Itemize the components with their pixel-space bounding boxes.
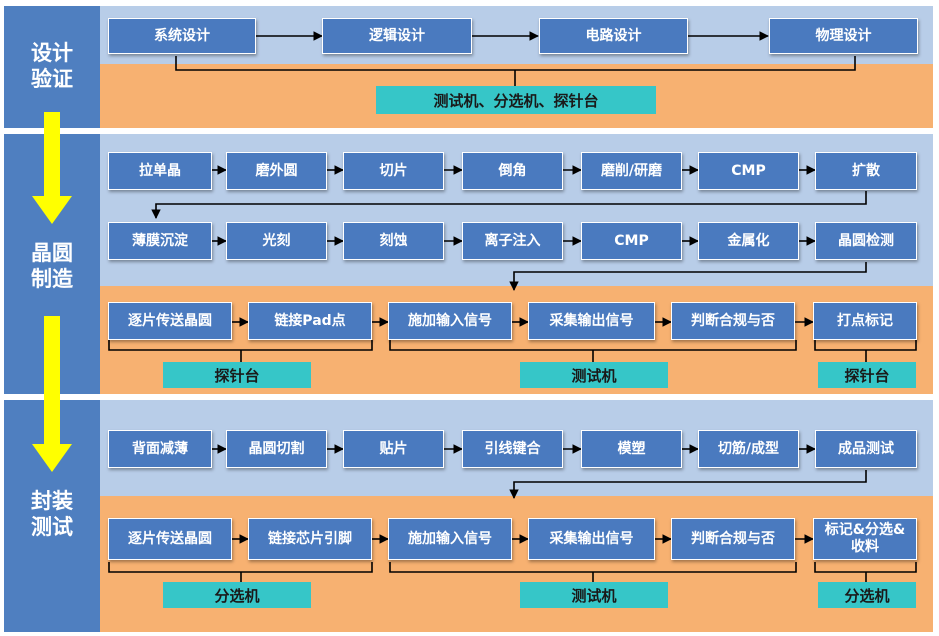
down-arrow-wafer-to-package bbox=[32, 316, 72, 472]
package-step: 晶圆切割 bbox=[226, 430, 327, 468]
package-test-step: 施加输入信号 bbox=[388, 518, 512, 560]
package-test-step-mark-sort-text: 标记&分选&收料 bbox=[824, 522, 906, 555]
wafer-row1-step: 扩散 bbox=[815, 152, 917, 190]
design-step-circuit: 电路设计 bbox=[539, 18, 688, 54]
package-test-step-mark-sort: 标记&分选&收料 bbox=[813, 518, 917, 560]
stage-design-panel bbox=[4, 6, 100, 128]
wafer-row1-step: 倒角 bbox=[462, 152, 563, 190]
wafer-row2-step: 薄膜沉淀 bbox=[108, 222, 212, 260]
wafer-row2-step: 金属化 bbox=[698, 222, 799, 260]
wafer-test-step: 链接Pad点 bbox=[248, 302, 372, 340]
wafer-test-step: 施加输入信号 bbox=[388, 302, 512, 340]
design-step-logic: 逻辑设计 bbox=[322, 18, 472, 54]
wafer-row1-step: CMP bbox=[698, 152, 799, 190]
stage-wafer-label-line2: 制造 bbox=[31, 267, 73, 291]
package-test-step: 判断合规与否 bbox=[671, 518, 795, 560]
stage-package-label: 封装 测试 bbox=[4, 488, 100, 540]
stage-wafer-label: 晶圆 制造 bbox=[4, 240, 100, 292]
stage-package-label-line2: 测试 bbox=[31, 515, 73, 539]
design-step-system: 系统设计 bbox=[108, 18, 256, 54]
package-test-step: 链接芯片引脚 bbox=[248, 518, 372, 560]
wafer-row2-step: 刻蚀 bbox=[343, 222, 444, 260]
package-equipment-label: 分选机 bbox=[163, 582, 311, 608]
package-step: 模塑 bbox=[581, 430, 682, 468]
package-test-step: 逐片传送晶圆 bbox=[108, 518, 232, 560]
wafer-row2-step: 晶圆检测 bbox=[815, 222, 917, 260]
wafer-test-step: 打点标记 bbox=[813, 302, 917, 340]
wafer-row1-step: 磨外圆 bbox=[226, 152, 327, 190]
wafer-equipment-label: 测试机 bbox=[520, 362, 668, 388]
down-arrow-design-to-wafer bbox=[32, 112, 72, 224]
design-equipment-label: 测试机、分选机、探针台 bbox=[376, 86, 656, 114]
wafer-row2-step: 离子注入 bbox=[462, 222, 563, 260]
stage-package-label-line1: 封装 bbox=[31, 489, 73, 513]
package-equipment-label: 测试机 bbox=[520, 582, 668, 608]
wafer-row1-step: 拉单晶 bbox=[108, 152, 212, 190]
design-step-physical: 物理设计 bbox=[769, 18, 918, 54]
package-step: 引线键合 bbox=[462, 430, 563, 468]
package-test-step: 采集输出信号 bbox=[528, 518, 655, 560]
wafer-equipment-label: 探针台 bbox=[818, 362, 916, 388]
wafer-test-step: 采集输出信号 bbox=[528, 302, 655, 340]
wafer-equipment-label: 探针台 bbox=[163, 362, 311, 388]
stage-design-label: 设计 验证 bbox=[4, 40, 100, 92]
package-step: 背面减薄 bbox=[108, 430, 212, 468]
stage-design-label-line1: 设计 bbox=[31, 41, 73, 65]
wafer-test-step: 逐片传送晶圆 bbox=[108, 302, 232, 340]
wafer-row1-step: 磨削/研磨 bbox=[581, 152, 682, 190]
stage-design-label-line2: 验证 bbox=[31, 67, 73, 91]
package-equipment-label: 分选机 bbox=[818, 582, 916, 608]
wafer-row1-step: 切片 bbox=[343, 152, 444, 190]
package-step: 成品测试 bbox=[815, 430, 917, 468]
wafer-row2-step: 光刻 bbox=[226, 222, 327, 260]
stage-down-arrows bbox=[32, 112, 72, 472]
package-step: 切筋/成型 bbox=[698, 430, 799, 468]
wafer-test-step: 判断合规与否 bbox=[671, 302, 795, 340]
stage-wafer-label-line1: 晶圆 bbox=[31, 241, 73, 265]
package-step: 贴片 bbox=[343, 430, 444, 468]
wafer-row2-step: CMP bbox=[581, 222, 682, 260]
